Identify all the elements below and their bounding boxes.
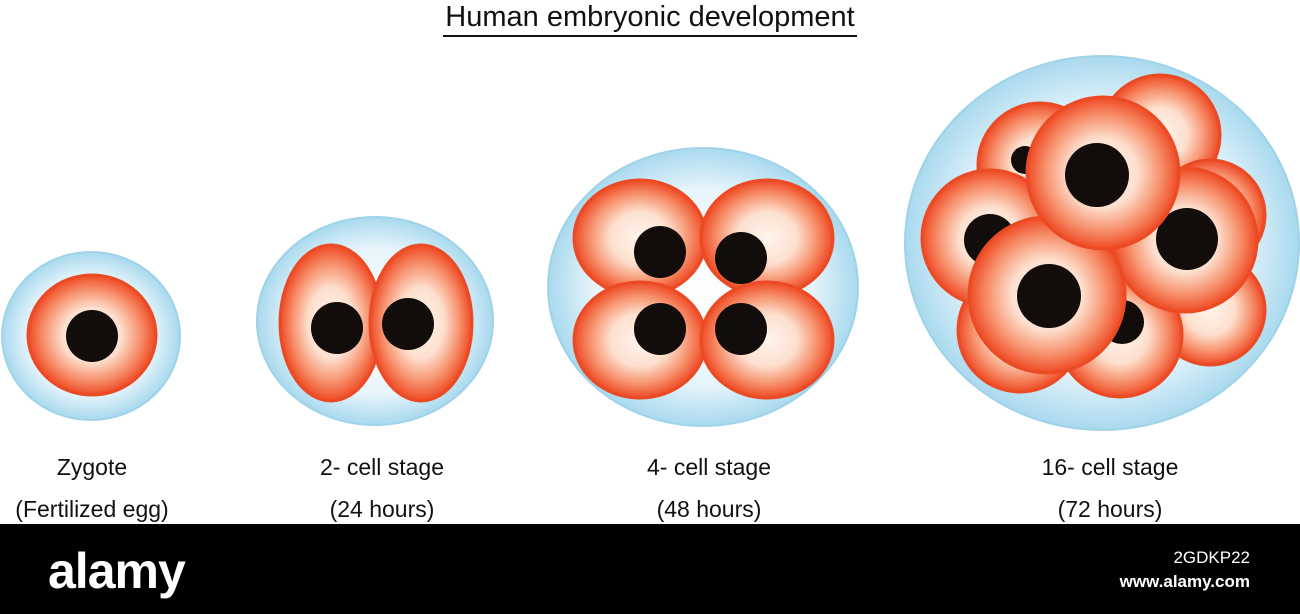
nucleus [715,303,767,355]
stage-label-zygote: Zygote (Fertilized egg) [15,454,169,522]
four-cell-embryo [547,147,859,427]
nucleus [382,298,434,350]
nucleus [1065,143,1129,207]
nucleus [66,310,118,362]
cell [699,178,835,298]
sixteen-cell-embryo [904,55,1300,431]
stage-label-16-cell: 16- cell stage (72 hours) [1041,454,1179,522]
image-id: 2GDKP22 [1173,548,1250,567]
diagram-title: Human embryonic development [0,0,1300,40]
nucleus [311,302,363,354]
embryo-illustration [1,55,1300,431]
alamy-logo: alamy [48,543,186,599]
nucleus [1017,264,1081,328]
two-cell-embryo [256,216,494,426]
nucleus [715,232,767,284]
nucleus [634,226,686,278]
watermark-footer: alamy 2GDKP22 www.alamy.com [0,524,1300,614]
stage-label-2-cell: 2- cell stage (24 hours) [319,454,444,522]
stage-label-4-cell: 4- cell stage (48 hours) [646,454,771,522]
nucleus [1156,208,1218,270]
zygote-embryo [1,251,181,421]
nucleus [634,303,686,355]
watermark-url: www.alamy.com [1119,572,1250,591]
